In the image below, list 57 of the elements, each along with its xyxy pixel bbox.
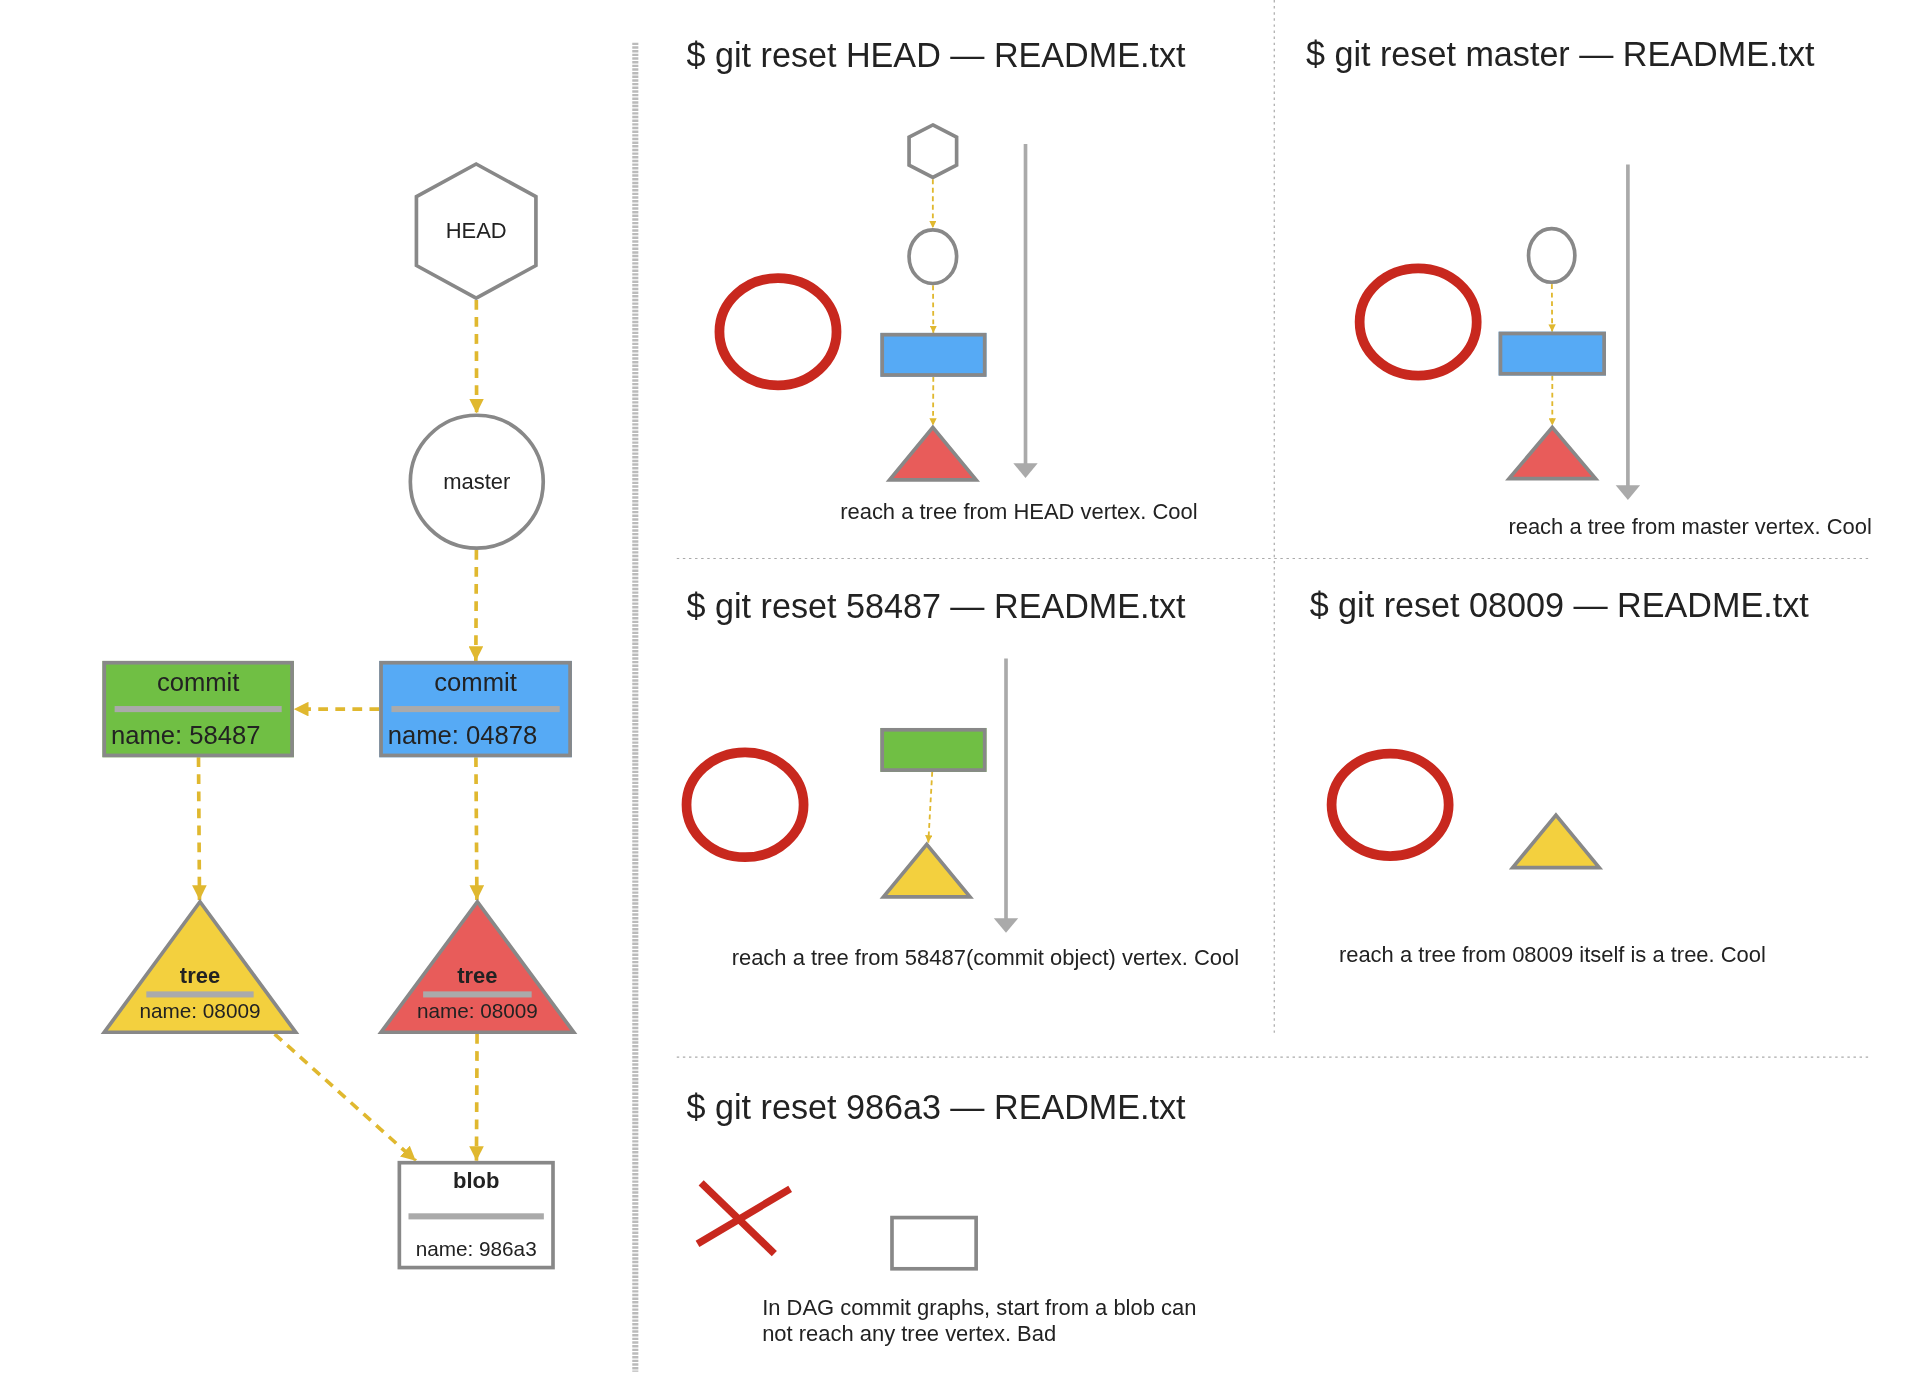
arrow — [469, 757, 485, 900]
arrow — [1548, 374, 1556, 427]
arrow — [1548, 283, 1556, 333]
circle-mark — [714, 273, 842, 391]
caption-text: reach a tree from 58487(commit object) vertex. Cool — [731, 945, 1240, 971]
caption-text: reach a tree from 08009 itself is a tree. Cool — [1338, 942, 1766, 969]
arrow — [929, 284, 937, 334]
triangle-node — [1507, 425, 1598, 481]
hexagon-node — [414, 162, 538, 300]
rectangle-node — [890, 1215, 978, 1271]
arrow — [929, 375, 937, 427]
arrow — [192, 757, 207, 900]
arrow — [925, 770, 934, 844]
triangle-node — [1510, 813, 1602, 870]
arrow — [469, 299, 484, 414]
rectangle-node — [379, 660, 572, 758]
circle-node — [408, 413, 546, 550]
circle-mark — [681, 747, 809, 863]
triangle-node — [102, 899, 298, 1035]
command-heading: $ git reset HEAD — README.txt — [686, 36, 1186, 76]
triangle-node — [881, 842, 972, 899]
hexagon-node — [907, 123, 959, 180]
arrow — [469, 1034, 484, 1161]
node-heading: commit — [434, 668, 517, 698]
rectangle-node — [397, 1160, 555, 1270]
node-label: name: 08009 — [416, 999, 538, 1025]
rectangle-node — [880, 332, 987, 377]
arrow — [273, 1032, 417, 1163]
node-label: name: 04878 — [387, 720, 538, 750]
circle-node — [1526, 226, 1577, 285]
caption-text: reach a tree from master vertex. Cool — [1508, 514, 1872, 541]
node-heading: commit — [156, 668, 240, 698]
node-label: name: 58487 — [110, 720, 261, 750]
command-heading: $ git reset 986a3 — README.txt — [686, 1088, 1186, 1128]
arrow — [468, 549, 484, 661]
command-heading: $ git reset 58487 — README.txt — [686, 587, 1186, 627]
caption-text: reach a tree from HEAD vertex. Cool — [840, 499, 1198, 526]
rectangle-node — [880, 728, 987, 772]
arrow — [293, 701, 380, 717]
node-label: HEAD — [445, 218, 507, 244]
node-label: name: 08009 — [139, 999, 261, 1025]
node-heading: tree — [179, 963, 221, 989]
circle-mark — [1354, 263, 1482, 381]
node-label: name: 986a3 — [415, 1237, 537, 1263]
circle-mark — [1326, 748, 1454, 861]
rectangle-node — [1498, 331, 1606, 376]
rectangle-node — [102, 660, 294, 758]
triangle-node — [887, 425, 978, 482]
caption-text: In DAG commit graphs, start from a blob can not reach any tree vertex. Bad — [762, 1294, 1198, 1348]
triangle-node — [379, 899, 576, 1035]
command-heading: $ git reset master — README.txt — [1306, 35, 1815, 75]
node-heading: tree — [457, 963, 498, 989]
arrow — [929, 178, 937, 229]
command-heading: $ git reset 08009 — README.txt — [1309, 586, 1809, 626]
node-label: master — [443, 468, 511, 495]
node-heading: blob — [453, 1168, 500, 1194]
circle-node — [907, 228, 959, 286]
